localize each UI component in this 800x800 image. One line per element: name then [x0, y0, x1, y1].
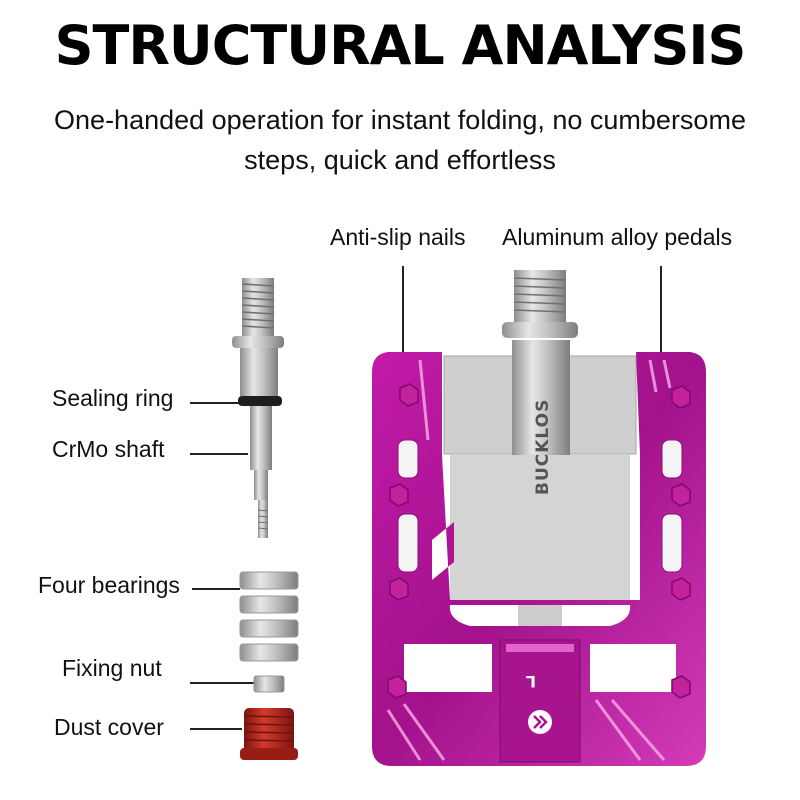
label-anti-slip-nails: Anti-slip nails — [330, 224, 466, 250]
leader-fixing-nut — [190, 682, 254, 684]
fixing-nut-icon — [253, 675, 285, 693]
label-crmo-shaft: CrMo shaft — [52, 436, 165, 462]
page-title: STRUCTURAL ANALYSIS — [54, 14, 747, 77]
crmo-shaft-icon — [232, 278, 284, 538]
pedal-brand-text: BUCKLOS — [533, 399, 553, 495]
label-dust-cover: Dust cover — [54, 714, 164, 740]
label-sealing-ring: Sealing ring — [52, 385, 174, 411]
leader-dust-cover — [190, 728, 242, 730]
dust-cover-icon — [240, 708, 298, 760]
pedal-side-mark: L — [526, 672, 536, 691]
leader-sealing-ring — [190, 402, 252, 404]
label-four-bearings: Four bearings — [38, 572, 180, 598]
label-fixing-nut: Fixing nut — [62, 655, 162, 681]
page-subtitle: One-handed operation for instant folding… — [54, 105, 746, 175]
leader-four-bearings — [192, 588, 240, 590]
bearings-icon — [239, 571, 299, 662]
label-aluminum-pedals: Aluminum alloy pedals — [502, 224, 733, 250]
pedal-icon — [372, 270, 706, 766]
sealing-ring-icon — [238, 396, 282, 406]
leader-anti-slip-nails — [402, 266, 404, 384]
leader-crmo-shaft — [190, 453, 248, 455]
leader-aluminum-pedals — [660, 266, 662, 378]
